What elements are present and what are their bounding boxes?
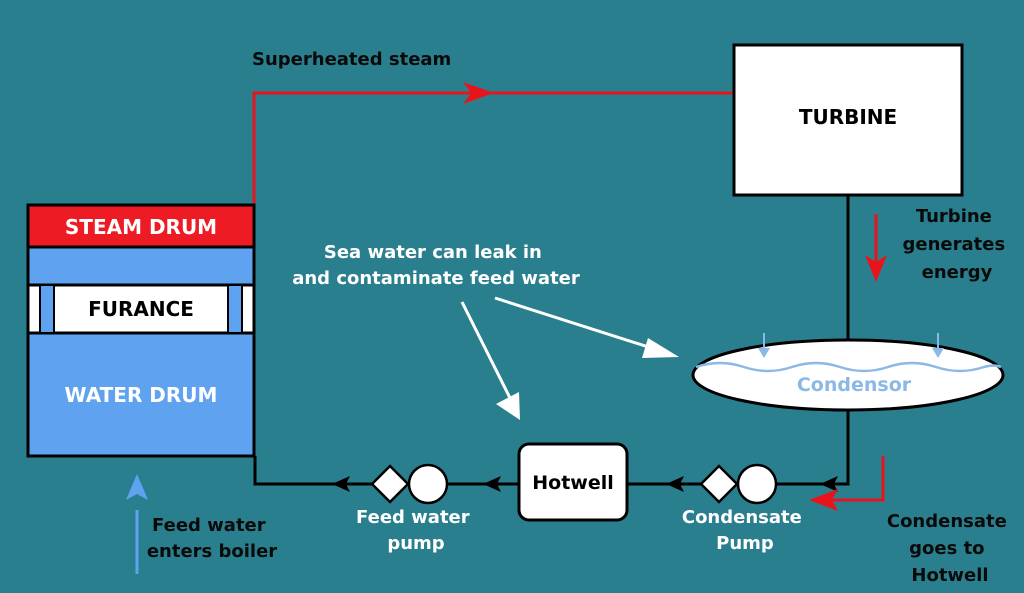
feed-water-in-arrow-icon — [126, 474, 148, 500]
water-drum — [26, 244, 256, 458]
feed-water-pump-label: Feed water pump — [356, 507, 476, 554]
sea-water-note: Sea water can leak in and contaminate fe… — [292, 242, 580, 289]
flow-arrow-3 — [483, 476, 501, 492]
flow-arrow-4 — [332, 476, 350, 492]
hotwell-label: Hotwell — [532, 472, 614, 494]
condensor-drip-icon-left — [758, 348, 770, 358]
turbine-generates-label: Turbine generates energy — [903, 206, 1012, 283]
condensate-pump-icon — [699, 463, 778, 505]
turbine-box — [732, 43, 964, 197]
turbine-label: TURBINE — [799, 105, 897, 129]
water-drum-label: WATER DRUM — [65, 383, 218, 407]
steam-flow-arrow — [463, 82, 494, 104]
boiler-tube-right — [228, 286, 242, 332]
condensate-to-hotwell-arrow-icon — [809, 489, 838, 511]
hotwell-box — [517, 442, 629, 522]
condensate-to-hotwell-line — [832, 456, 885, 502]
feed-water-pump-icon — [370, 463, 449, 505]
superheated-steam-label: Superheated steam — [252, 49, 451, 70]
condensor-water-surface — [695, 361, 1002, 373]
furnace-label: FURANCE — [88, 297, 194, 321]
condensor-vessel — [691, 338, 1005, 412]
condensor-drip-icon-right — [932, 348, 944, 358]
flow-arrow-1 — [820, 476, 838, 492]
condensate-goes-label: Condensate goes to Hotwell — [887, 511, 1013, 586]
flow-arrow-2 — [666, 476, 684, 492]
boiler-tube-left — [40, 286, 54, 332]
turbine-energy-arrow-icon — [865, 255, 887, 282]
superheated-steam-line — [252, 91, 734, 205]
condensor-label: Condensor — [797, 374, 912, 396]
steam-drum-label: STEAM DRUM — [65, 215, 217, 239]
feed-water-enters-label: Feed water enters boiler — [147, 515, 277, 562]
boiler: STEAM DRUM FURANCE WATER DRUM — [26, 203, 256, 458]
condensate-pump-label: Condensate Pump — [682, 507, 808, 554]
furnace-box — [26, 283, 256, 335]
steam-drum — [26, 203, 256, 249]
leak-arrow-condensor-icon — [642, 338, 679, 358]
leak-arrow-hotwell-icon — [496, 392, 520, 420]
